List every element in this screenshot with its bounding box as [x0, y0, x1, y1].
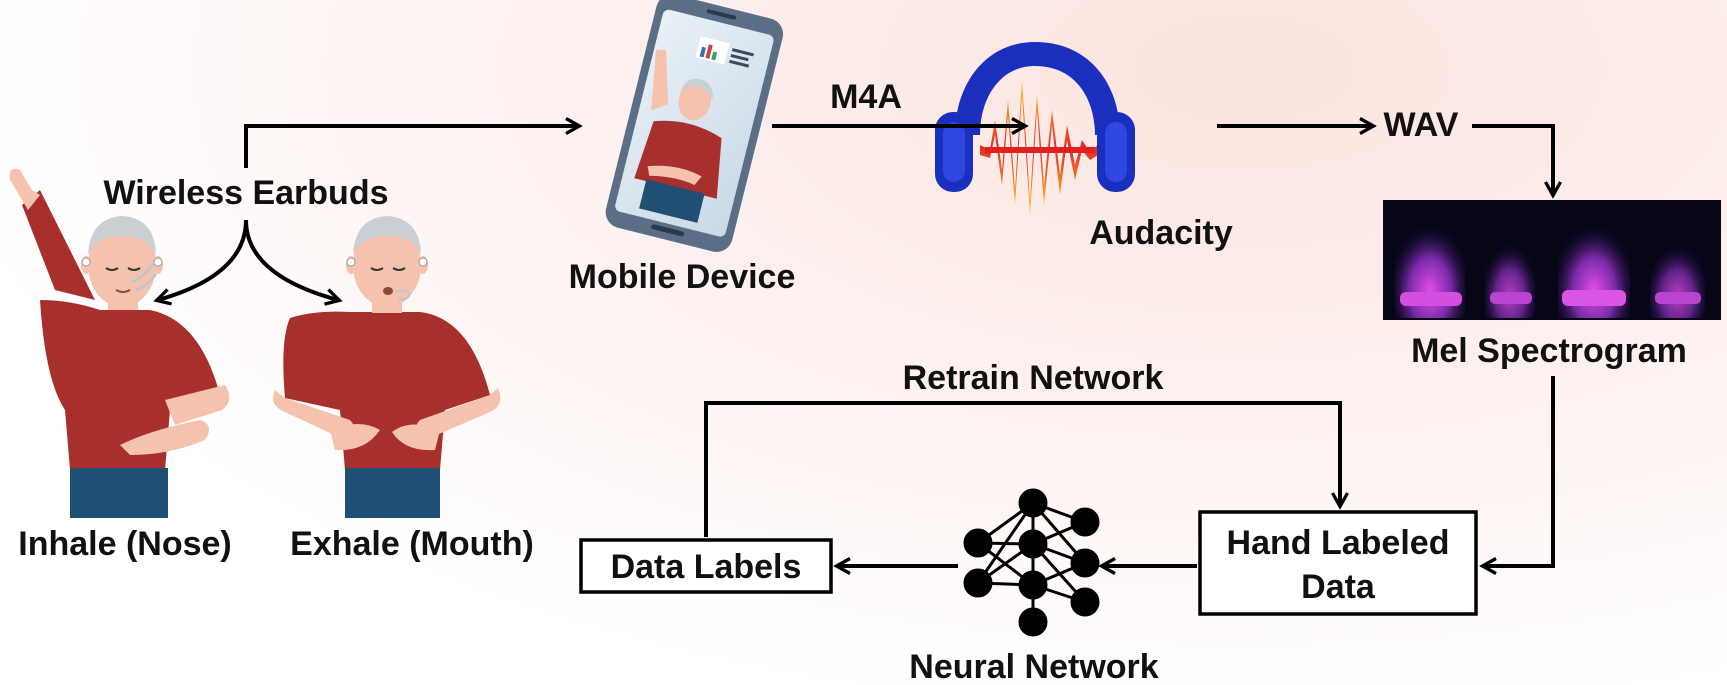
wav-to-spectrogram-arrow [1472, 124, 1553, 194]
hand-labeled-line2: Data [1301, 568, 1376, 606]
retrain-network-arrow [704, 401, 1340, 537]
data-labels-box [579, 538, 833, 594]
hand-labeled-line1: Hand Labeled [1227, 524, 1450, 562]
earbuds-to-phone-arrow [244, 126, 578, 168]
person-exhale-illustration [272, 216, 501, 518]
audacity-headphones-icon [935, 42, 1135, 215]
earbuds-to-exhale-arrow [244, 219, 338, 300]
retrain-network-label: Retrain Network [903, 359, 1164, 397]
smartphone-icon [605, 0, 784, 252]
spectrogram-to-handlabeled-arrow [1484, 376, 1555, 566]
m4a-label: M4A [830, 78, 902, 116]
person-inhale-illustration [9, 168, 230, 518]
neural-network-label: Neural Network [909, 648, 1158, 685]
data-labels-text: Data Labels [611, 548, 802, 586]
inhale-label: Inhale (Nose) [18, 525, 231, 563]
wav-label: WAV [1384, 106, 1459, 144]
wireless-earbuds-label: Wireless Earbuds [103, 174, 388, 212]
audacity-label: Audacity [1089, 214, 1233, 252]
mobile-device-label: Mobile Device [569, 258, 796, 296]
earbuds-to-inhale-arrow [158, 219, 248, 300]
mel-spectrogram-image [1383, 200, 1721, 320]
exhale-label: Exhale (Mouth) [290, 525, 534, 563]
hand-labeled-data-box [1198, 510, 1478, 616]
neural-network-icon [963, 488, 1100, 637]
mel-spectrogram-label: Mel Spectrogram [1411, 332, 1687, 370]
